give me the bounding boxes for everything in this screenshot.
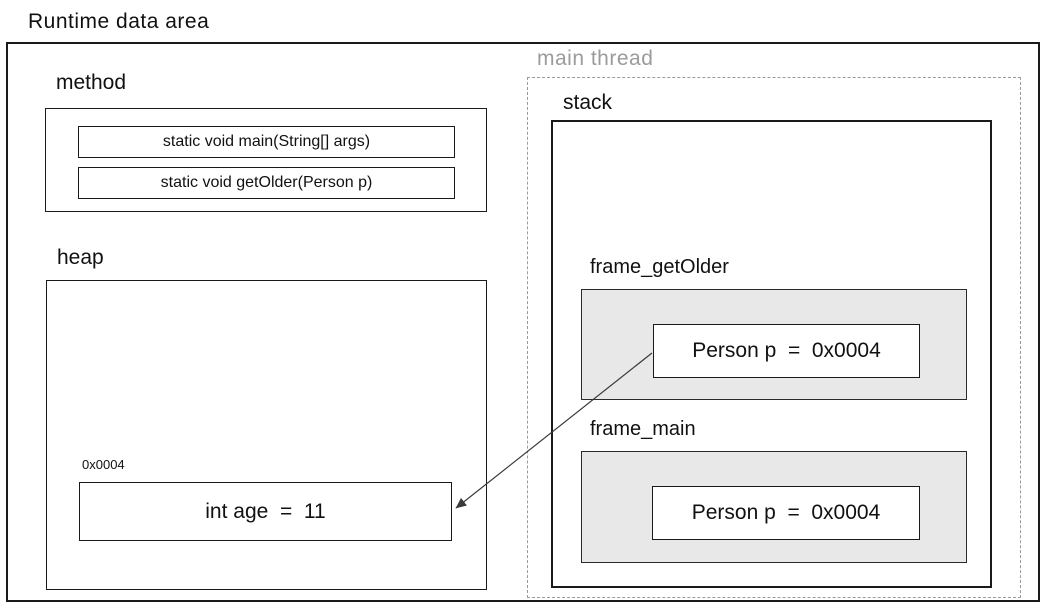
heap-box [46,280,487,590]
frame-main-label: frame_main [590,418,696,440]
stack-label: stack [563,91,613,114]
method-entry-getolder: static void getOlder(Person p) [78,167,455,199]
page-title: Runtime data area [28,10,210,33]
method-entry-main: static void main(String[] args) [78,126,455,158]
method-area-box [45,108,487,212]
frame-getolder-variable-box: Person p = 0x0004 [653,324,920,378]
main-thread-label: main thread [537,47,654,70]
frame-getolder-label: frame_getOlder [590,256,729,278]
method-area-label: method [56,71,127,94]
heap-object-address: 0x0004 [82,457,125,472]
heap-label: heap [57,246,104,269]
frame-main-variable-box: Person p = 0x0004 [652,486,920,540]
heap-object-box: int age = 11 [79,482,452,541]
